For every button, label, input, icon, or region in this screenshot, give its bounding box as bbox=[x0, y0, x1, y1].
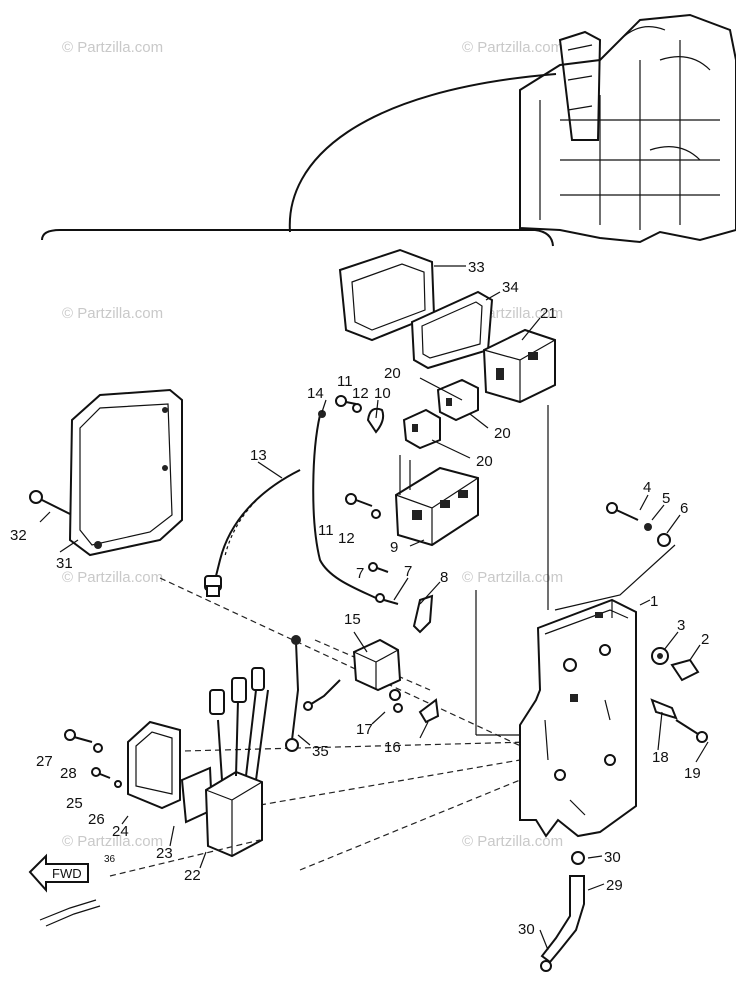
label-11b: 11 bbox=[318, 522, 334, 539]
label-1: 1 bbox=[650, 593, 658, 610]
part-8-bracket bbox=[412, 594, 434, 634]
label-3: 3 bbox=[677, 617, 685, 634]
part-labels: 1 2 3 4 5 6 7 7 8 9 10 11 11 12 12 13 14… bbox=[10, 259, 709, 938]
part-12-washer-upper bbox=[352, 403, 362, 413]
part-30-clamp-upper bbox=[571, 851, 585, 865]
part-20-connector-b bbox=[402, 408, 441, 450]
label-10: 10 bbox=[374, 385, 391, 402]
part-25-screw bbox=[91, 767, 111, 779]
label-33: 33 bbox=[468, 259, 485, 276]
part-28-washer bbox=[93, 743, 103, 753]
label-4: 4 bbox=[643, 479, 651, 496]
part-36-tie bbox=[39, 839, 261, 927]
part-7-screw-a bbox=[368, 562, 389, 573]
watermark: © Partzilla.com bbox=[62, 39, 163, 56]
label-20c: 20 bbox=[476, 453, 493, 470]
part-7-screw-b bbox=[375, 593, 399, 605]
part-17-grommet bbox=[393, 703, 403, 713]
label-34: 34 bbox=[502, 279, 519, 296]
part-11-screw-lower bbox=[345, 493, 373, 507]
label-26: 26 bbox=[88, 811, 105, 828]
label-36: 36 bbox=[104, 854, 116, 865]
label-28: 28 bbox=[60, 765, 77, 782]
label-20a: 20 bbox=[384, 365, 401, 382]
label-16: 16 bbox=[384, 739, 401, 756]
label-22: 22 bbox=[184, 867, 201, 884]
part-6-nut bbox=[657, 533, 671, 547]
label-8: 8 bbox=[440, 569, 448, 586]
watermark: © Partzilla.com bbox=[62, 305, 163, 322]
label-7b: 7 bbox=[404, 563, 412, 580]
label-2: 2 bbox=[701, 631, 709, 648]
label-25: 25 bbox=[66, 795, 83, 812]
leader-lines bbox=[39, 291, 709, 951]
part-18-plate bbox=[650, 698, 678, 720]
label-9: 9 bbox=[390, 539, 398, 556]
engine-leader-line bbox=[288, 73, 557, 233]
label-12b: 12 bbox=[338, 530, 355, 547]
part-21-relay bbox=[482, 328, 556, 404]
fwd-arrow: FWD bbox=[28, 853, 89, 893]
label-15: 15 bbox=[344, 611, 361, 628]
watermark: © Partzilla.com bbox=[462, 833, 563, 850]
part-1-electric-box bbox=[519, 598, 637, 838]
part-31-cover bbox=[68, 388, 183, 557]
label-6: 6 bbox=[680, 500, 688, 517]
watermark: © Partzilla.com bbox=[62, 833, 163, 850]
label-5: 5 bbox=[662, 490, 670, 507]
part-2-screw bbox=[670, 658, 700, 682]
label-24: 24 bbox=[112, 823, 129, 840]
label-23: 23 bbox=[156, 845, 173, 862]
label-27: 27 bbox=[36, 753, 53, 770]
label-31: 31 bbox=[56, 555, 73, 572]
part-10-clamp bbox=[366, 407, 385, 434]
fwd-label: FWD bbox=[52, 866, 82, 881]
label-14: 14 bbox=[307, 385, 324, 402]
part-9-regulator bbox=[394, 455, 479, 547]
label-30b: 30 bbox=[518, 921, 535, 938]
part-22-cdi-unit bbox=[204, 667, 269, 858]
watermark: © Partzilla.com bbox=[62, 569, 163, 586]
label-17: 17 bbox=[356, 721, 373, 738]
part-35-lead-wire bbox=[285, 635, 301, 752]
engine-block-illustration bbox=[519, 13, 736, 244]
label-7a: 7 bbox=[356, 565, 364, 582]
part-23-bracket bbox=[127, 720, 181, 810]
part-20-connector-a bbox=[436, 378, 479, 422]
part-33-rectifier-cover bbox=[338, 248, 466, 342]
label-32: 32 bbox=[10, 527, 27, 544]
part-12-washer-lower bbox=[371, 509, 381, 519]
label-35: 35 bbox=[312, 743, 329, 760]
watermark: © Partzilla.com bbox=[462, 39, 563, 56]
label-13: 13 bbox=[250, 447, 267, 464]
part-3-grommet bbox=[651, 647, 669, 665]
part-15-starter-relay bbox=[303, 638, 402, 711]
part-26-washer bbox=[114, 780, 122, 788]
watermark: © Partzilla.com bbox=[462, 569, 563, 586]
label-18: 18 bbox=[652, 749, 669, 766]
part-30-clamp-lower bbox=[540, 960, 552, 972]
part-5-washer bbox=[644, 523, 652, 531]
group-bracket bbox=[41, 229, 554, 247]
label-12a: 12 bbox=[352, 385, 369, 402]
part-19-screw bbox=[675, 719, 708, 743]
label-29: 29 bbox=[606, 877, 623, 894]
part-32-screw bbox=[29, 490, 71, 515]
part-4-bolt bbox=[606, 502, 639, 521]
part-27-screw bbox=[64, 729, 93, 743]
part-29-hose bbox=[540, 875, 585, 964]
part-13-ground-wire bbox=[204, 469, 301, 597]
label-30a: 30 bbox=[604, 849, 621, 866]
label-11a: 11 bbox=[337, 373, 353, 390]
label-21: 21 bbox=[540, 305, 557, 322]
part-14-wire-lead bbox=[312, 410, 381, 601]
label-19: 19 bbox=[684, 765, 701, 782]
label-20b: 20 bbox=[494, 425, 511, 442]
part-16-bracket bbox=[418, 698, 440, 724]
part-11-screw-upper bbox=[335, 395, 357, 407]
